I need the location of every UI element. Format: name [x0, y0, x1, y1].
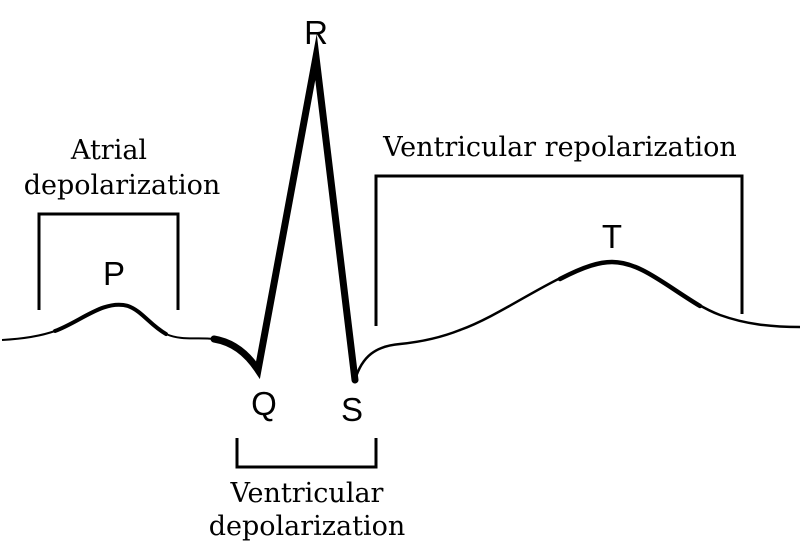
s-wave-label: S — [341, 391, 363, 428]
t-wave — [458, 260, 800, 332]
ventricular-depolarization-label-line1: Ventricular — [230, 478, 384, 509]
ecg-baseline-trace — [1, 303, 215, 341]
q-wave-label: Q — [251, 385, 277, 422]
r-wave-label: R — [304, 14, 328, 51]
atrial-depolarization-bracket — [37, 212, 180, 310]
t-wave-label: T — [602, 218, 622, 255]
ventricular-repolarization-label: Ventricular repolarization — [382, 132, 737, 163]
p-wave — [53, 302, 168, 336]
atrial-depolarization-label-line1: Atrial — [70, 135, 147, 166]
st-segment — [353, 328, 462, 382]
atrial-depolarization-label-line2: depolarization — [24, 170, 221, 201]
p-wave-label: P — [103, 255, 125, 292]
t-wave-peak — [557, 259, 703, 309]
qrs-complex — [210, 33, 359, 384]
ventricular-depolarization-label-line2: depolarization — [209, 511, 406, 542]
ventricular-repolarization-bracket — [374, 174, 744, 326]
ventricular-depolarization-bracket — [235, 438, 378, 469]
